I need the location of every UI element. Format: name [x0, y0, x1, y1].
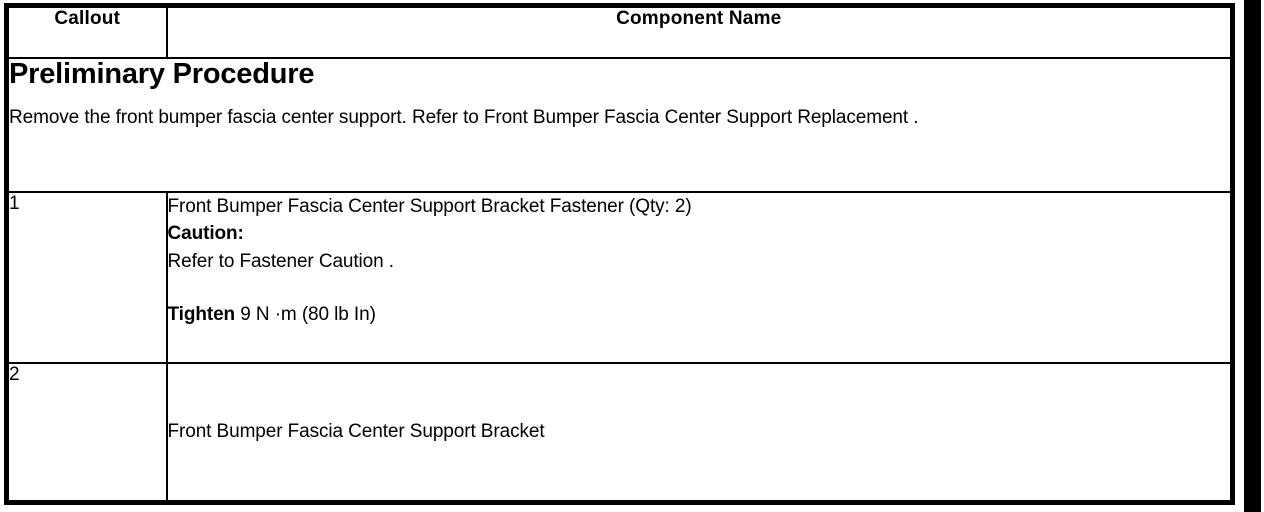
- component-description-2: Front Bumper Fascia Center Support Brack…: [165, 361, 1234, 504]
- preliminary-procedure-title: Preliminary Procedure: [9, 57, 315, 90]
- table-header-row: Callout Component Name: [5, 4, 1234, 59]
- column-header-component-name: Component Name: [165, 4, 1234, 59]
- torque-value: 9 N ·m (80 lb In): [240, 303, 376, 325]
- caution-reference-text: Refer to Fastener Caution .: [167, 250, 395, 272]
- component-description-1: Front Bumper Fascia Center Support Brack…: [165, 190, 1234, 364]
- preliminary-procedure-row: Preliminary Procedure Remove the front b…: [5, 56, 1234, 193]
- column-header-callout: Callout: [5, 4, 168, 59]
- component-callout-table: Callout Component Name Preliminary Proce…: [4, 3, 1235, 505]
- torque-specification: Tighten 9 N ·m (80 lb In): [168, 301, 1231, 329]
- callout-number-2: 2: [5, 361, 168, 504]
- table-row: 2 Front Bumper Fascia Center Support Bra…: [5, 361, 1234, 504]
- callout-number-1: 1: [5, 190, 168, 364]
- component-name-text: Front Bumper Fascia Center Support Brack…: [167, 420, 545, 442]
- line-spacer: [168, 276, 1231, 301]
- preliminary-procedure-text: Remove the front bumper fascia center su…: [9, 106, 919, 128]
- component-name-text: Front Bumper Fascia Center Support Brack…: [167, 195, 692, 217]
- scan-edge-bar: [1244, 0, 1261, 512]
- preliminary-procedure-cell: Preliminary Procedure Remove the front b…: [5, 56, 1234, 193]
- torque-label: Tighten: [167, 303, 236, 325]
- caution-label: Caution:: [167, 223, 244, 245]
- table-row: 1 Front Bumper Fascia Center Support Bra…: [5, 190, 1234, 364]
